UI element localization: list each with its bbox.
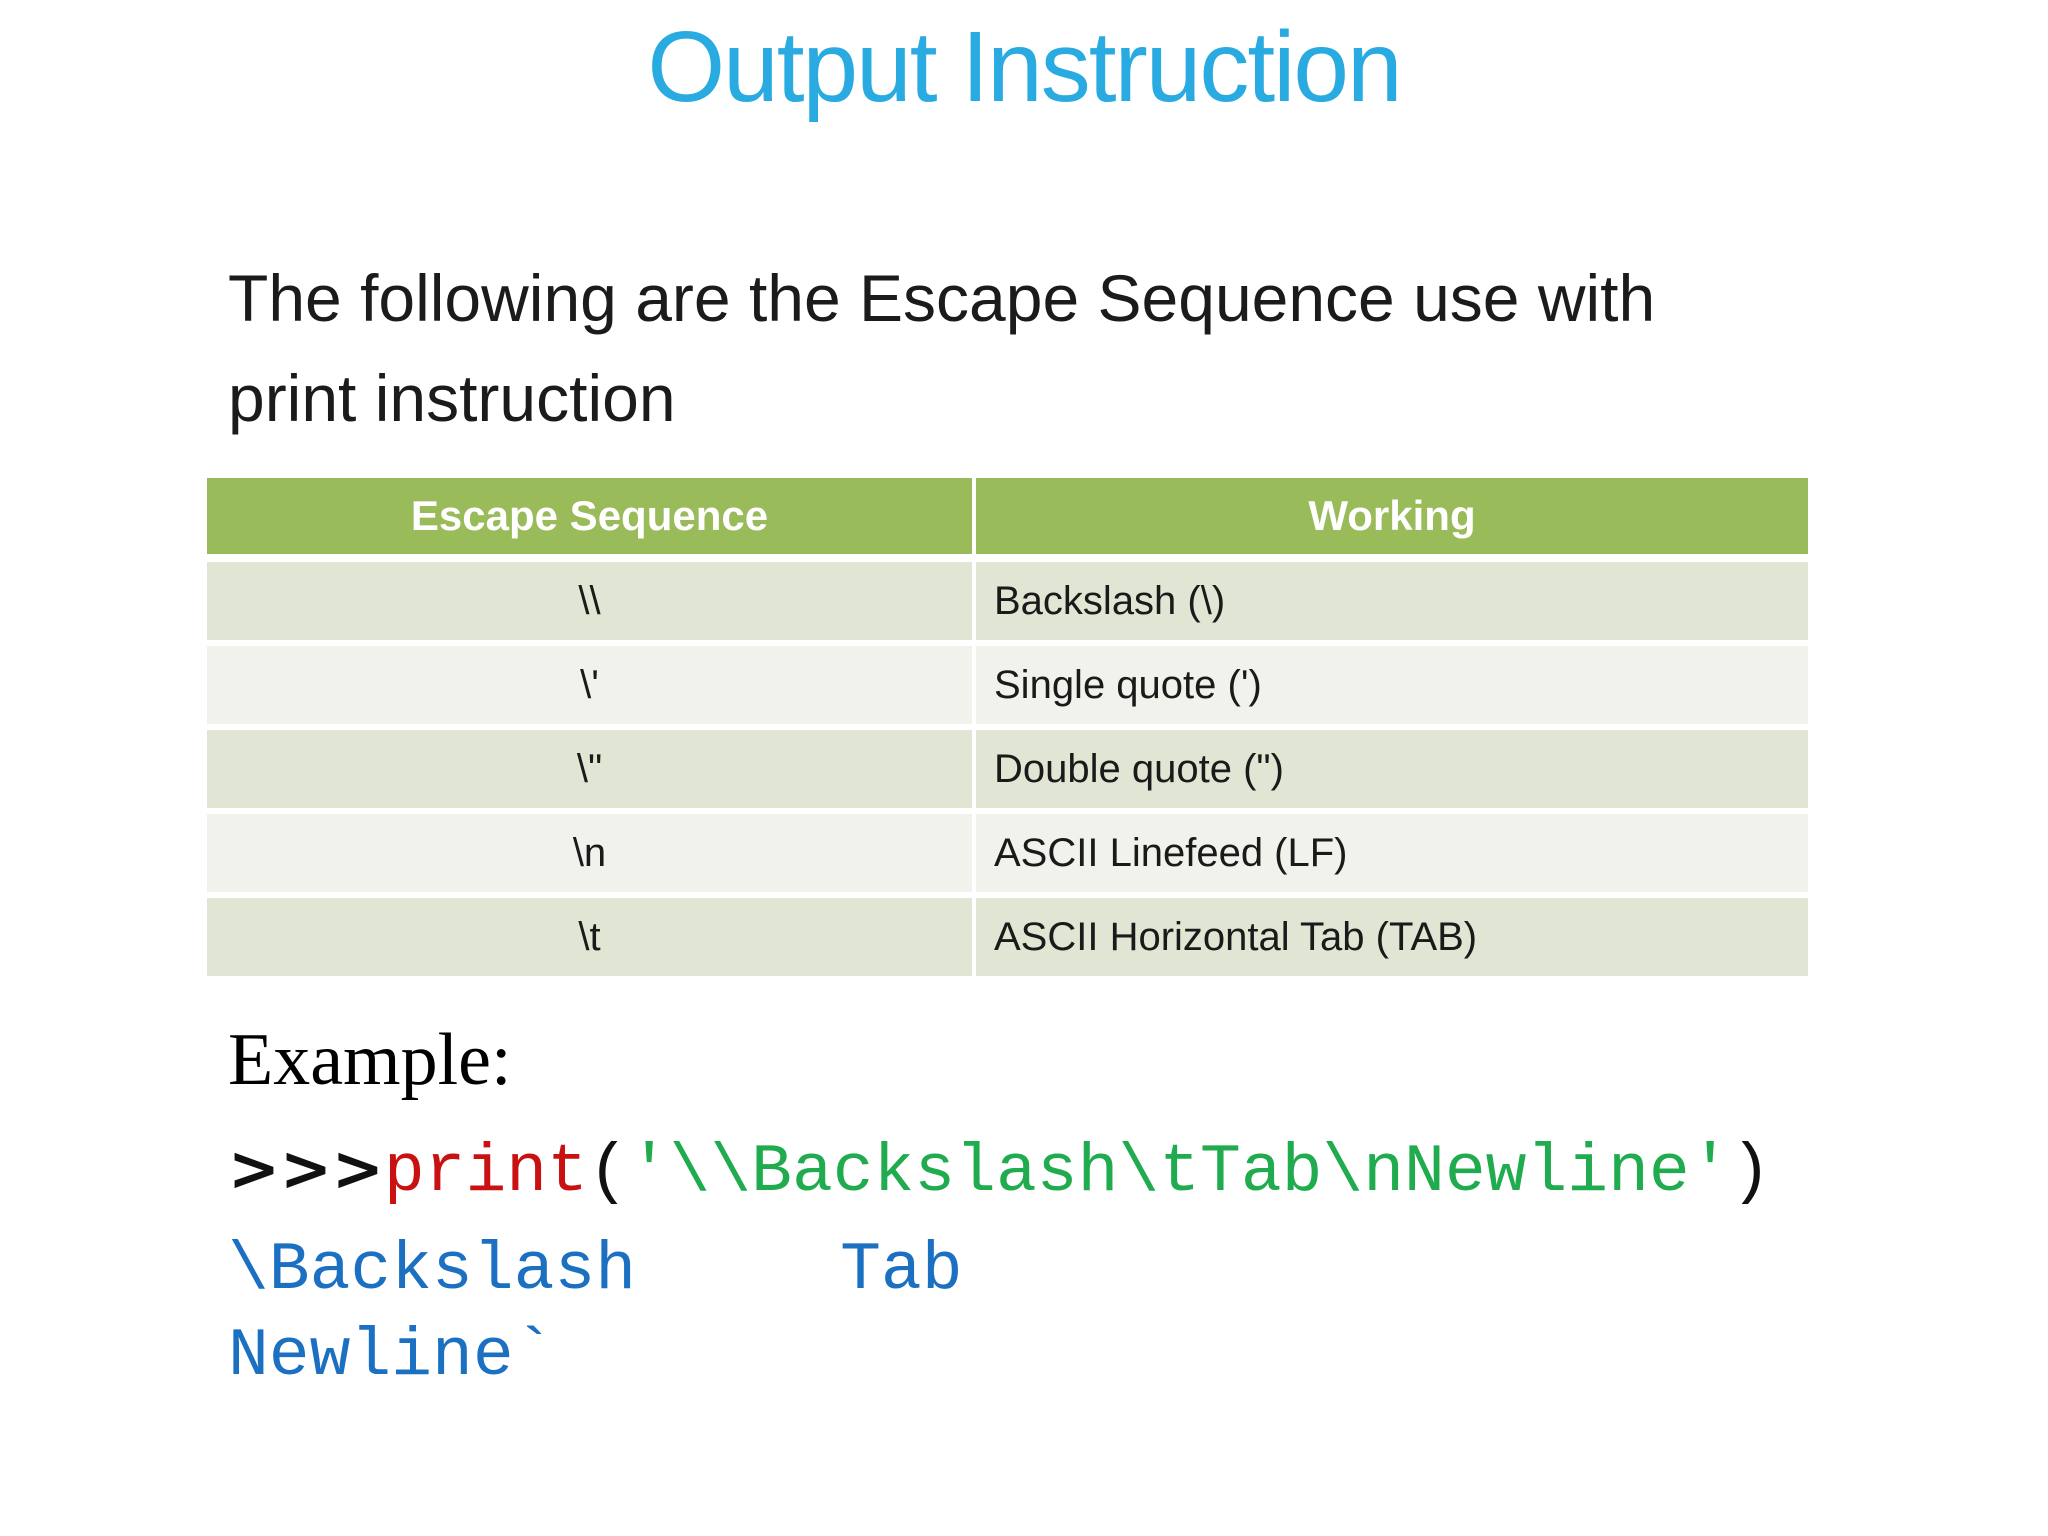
example-label: Example:: [228, 1019, 512, 1101]
intro-text: The following are the Escape Sequence us…: [228, 248, 1928, 448]
console-output-line-1: \Backslash Tab: [228, 1232, 963, 1309]
table-row: \\ Backslash (\): [207, 562, 1808, 640]
intro-line-2: print instruction: [228, 361, 676, 435]
python-prompt: >>>: [228, 1132, 384, 1205]
cell-working: ASCII Linefeed (LF): [976, 814, 1808, 892]
cell-working: Double quote ("): [976, 730, 1808, 808]
cell-escape-sequence: \n: [207, 814, 972, 892]
table-row: \t ASCII Horizontal Tab (TAB): [207, 898, 1808, 976]
column-header-escape-sequence: Escape Sequence: [207, 478, 972, 554]
cell-escape-sequence: \": [207, 730, 972, 808]
open-paren: (: [587, 1134, 629, 1211]
escape-sequence-table: Escape Sequence Working \\ Backslash (\)…: [207, 478, 1808, 982]
intro-line-1: The following are the Escape Sequence us…: [228, 261, 1656, 335]
print-function-name: print: [383, 1134, 588, 1211]
close-paren: ): [1730, 1134, 1772, 1211]
table-row: \" Double quote ("): [207, 730, 1808, 808]
table-row: \' Single quote ('): [207, 646, 1808, 724]
cell-escape-sequence: \\: [207, 562, 972, 640]
table-row: \n ASCII Linefeed (LF): [207, 814, 1808, 892]
cell-working: Backslash (\): [976, 562, 1808, 640]
column-header-working: Working: [976, 478, 1808, 554]
slide-title: Output Instruction: [647, 11, 1402, 123]
cell-escape-sequence: \': [207, 646, 972, 724]
cell-working: ASCII Horizontal Tab (TAB): [976, 898, 1808, 976]
python-code-line: >>>print('\\Backslash\tTab\nNewline'): [228, 1132, 1771, 1211]
string-literal: '\\Backslash\tTab\nNewline': [628, 1134, 1731, 1211]
table-header-row: Escape Sequence Working: [207, 478, 1808, 554]
cell-working: Single quote ('): [976, 646, 1808, 724]
console-output-line-2: Newline`: [228, 1318, 555, 1395]
cell-escape-sequence: \t: [207, 898, 972, 976]
